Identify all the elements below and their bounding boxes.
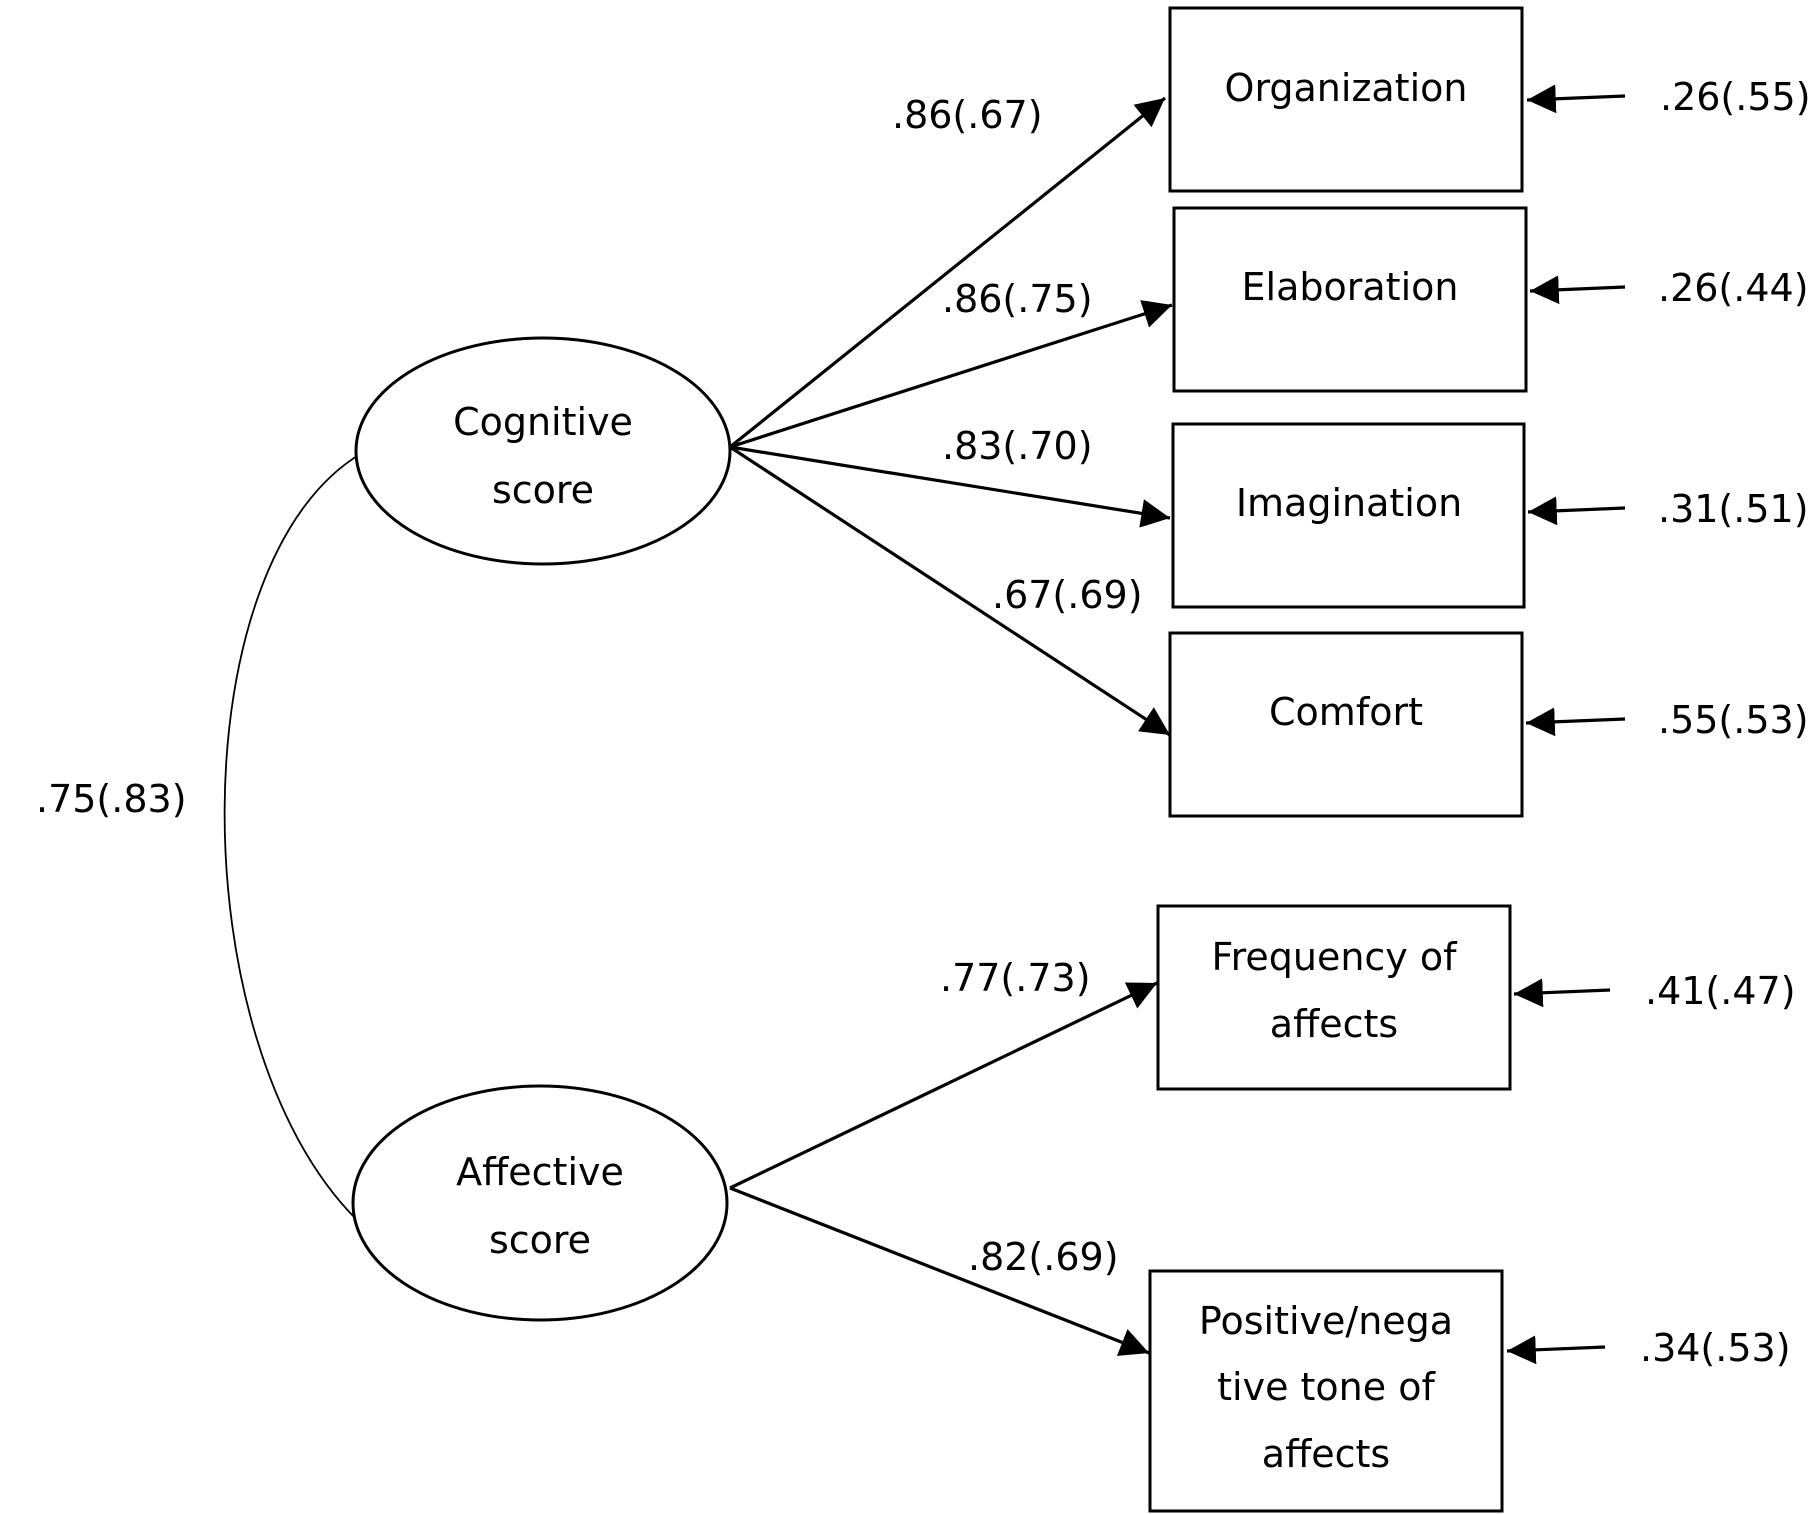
error-arrow-tone	[1506, 1335, 1606, 1365]
error-organization: .26(.55)	[1660, 75, 1808, 119]
latent-affective-label-1: Affective	[456, 1150, 624, 1194]
indicator-tone-label-2: tive tone of	[1217, 1365, 1436, 1409]
loading-elaboration: .86(.75)	[942, 277, 1093, 321]
indicator-frequency-label-2: affects	[1270, 1002, 1398, 1046]
indicator-imagination-label: Imagination	[1236, 481, 1462, 525]
error-arrow-organization	[1526, 84, 1626, 114]
error-comfort: .55(.53)	[1658, 698, 1808, 742]
error-arrow-imagination	[1527, 496, 1626, 526]
loading-frequency: .77(.73)	[940, 956, 1091, 1000]
indicator-imagination-box	[1171, 422, 1526, 609]
indicator-comfort-label: Comfort	[1269, 690, 1423, 734]
path-tone	[729, 1186, 1150, 1356]
indicator-tone-box	[1148, 1269, 1504, 1513]
loading-comfort: .67(.69)	[992, 573, 1143, 617]
error-imagination: .31(.51)	[1658, 487, 1808, 531]
path-comfort	[729, 445, 1171, 737]
indicator-organization-box	[1168, 6, 1524, 193]
error-arrow-frequency	[1513, 978, 1611, 1008]
latent-cognitive-label-1: Cognitive	[453, 400, 633, 444]
indicator-elaboration-box	[1172, 206, 1528, 393]
loading-organization: .86(.67)	[892, 93, 1043, 137]
path-elaboration	[729, 300, 1173, 449]
error-elaboration: .26(.44)	[1658, 266, 1808, 310]
latent-cognitive-ellipse	[354, 336, 732, 566]
loading-imagination: .83(.70)	[942, 424, 1093, 468]
error-arrow-comfort	[1525, 707, 1626, 737]
latent-cognitive-label-2: score	[492, 468, 594, 512]
error-tone: .34(.53)	[1640, 1326, 1791, 1370]
indicator-comfort-box	[1168, 631, 1524, 818]
latent-affective-label-2: score	[489, 1218, 591, 1262]
indicator-tone-label-3: affects	[1262, 1432, 1390, 1476]
path-frequency	[729, 981, 1158, 1190]
error-arrow-elaboration	[1529, 275, 1626, 305]
indicator-elaboration-label: Elaboration	[1242, 265, 1459, 309]
indicator-frequency-label-1: Frequency of	[1211, 935, 1458, 979]
path-imagination	[729, 445, 1171, 528]
indicator-organization-label: Organization	[1225, 66, 1468, 110]
loading-tone: .82(.69)	[968, 1235, 1119, 1279]
error-frequency: .41(.47)	[1645, 969, 1796, 1013]
indicator-frequency-box	[1156, 904, 1512, 1091]
indicator-tone-label-1: Positive/nega	[1199, 1299, 1453, 1343]
path-organization	[728, 96, 1167, 449]
correlation-curve	[223, 452, 363, 1219]
correlation-label: .75(.83)	[36, 777, 187, 821]
latent-affective-ellipse	[351, 1084, 729, 1322]
